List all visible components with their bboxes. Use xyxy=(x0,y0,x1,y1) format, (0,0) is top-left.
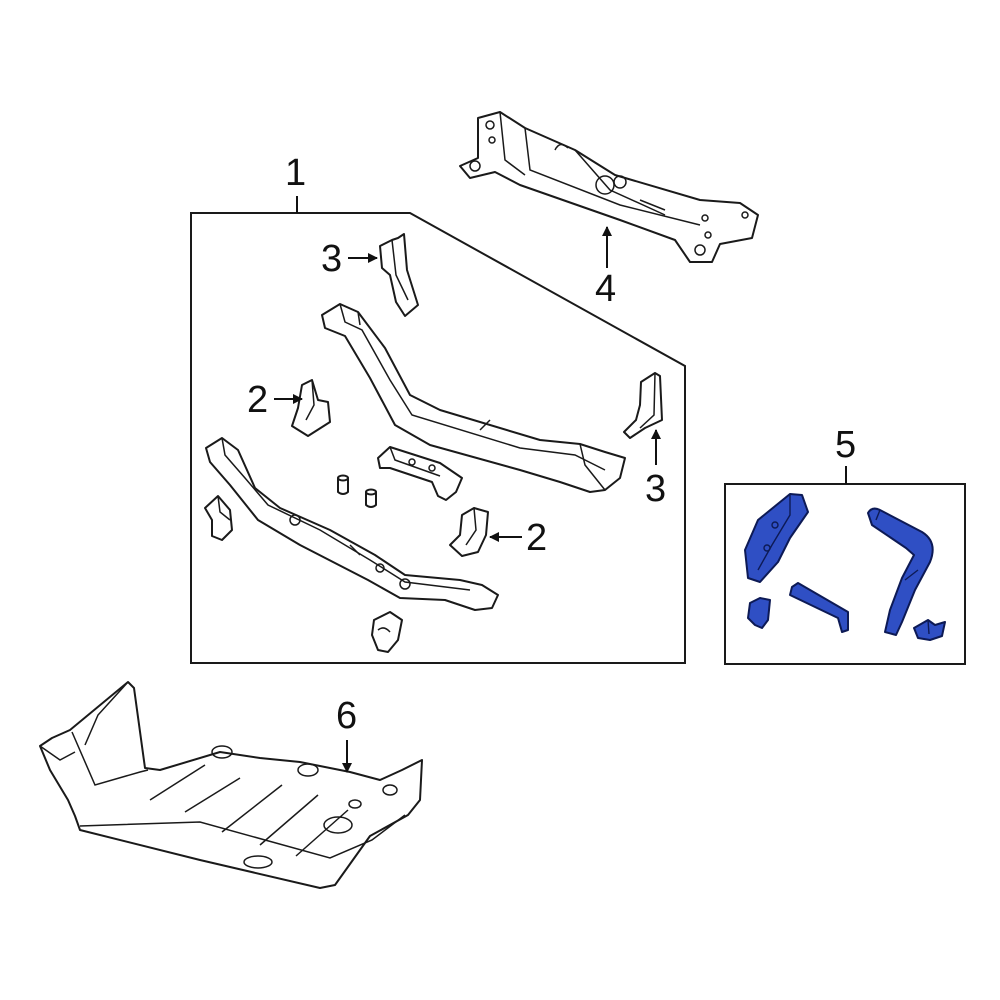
callout-3b: 3 xyxy=(645,468,667,510)
part-1-rear-crossmember[interactable] xyxy=(321,303,626,493)
center-mount-bracket[interactable] xyxy=(377,446,463,501)
callout-1: 1 xyxy=(285,152,307,194)
left-small-bracket[interactable] xyxy=(204,495,233,541)
callout-3a: 3 xyxy=(321,238,343,280)
stud-right[interactable] xyxy=(365,488,377,508)
callout-2b: 2 xyxy=(526,517,548,559)
callout-5: 5 xyxy=(835,424,857,466)
part-5-small-clip-right[interactable] xyxy=(913,619,946,641)
callout-4: 4 xyxy=(595,268,617,310)
group-1-frame xyxy=(190,212,686,664)
part-5-small-clip-left[interactable] xyxy=(747,597,771,629)
part-6-skid-plate[interactable] xyxy=(39,681,423,889)
part-2-gusset-upper[interactable] xyxy=(291,379,331,437)
part-5-hanger-tube[interactable] xyxy=(867,507,934,636)
part-3-reinforcement-right[interactable] xyxy=(623,372,663,439)
stud-left[interactable] xyxy=(337,474,349,495)
part-3-reinforcement-upper[interactable] xyxy=(379,233,419,317)
part-5-brace-strip[interactable] xyxy=(789,582,849,633)
part-1-front-crossmember[interactable] xyxy=(205,437,499,611)
callout-2a: 2 xyxy=(247,379,269,421)
part-4-crossmember[interactable] xyxy=(459,111,759,263)
callout-6: 6 xyxy=(336,695,358,737)
part-2-gusset-lower[interactable] xyxy=(449,507,489,557)
bottom-small-bracket[interactable] xyxy=(371,611,403,653)
part-5-side-bracket[interactable] xyxy=(744,493,809,583)
